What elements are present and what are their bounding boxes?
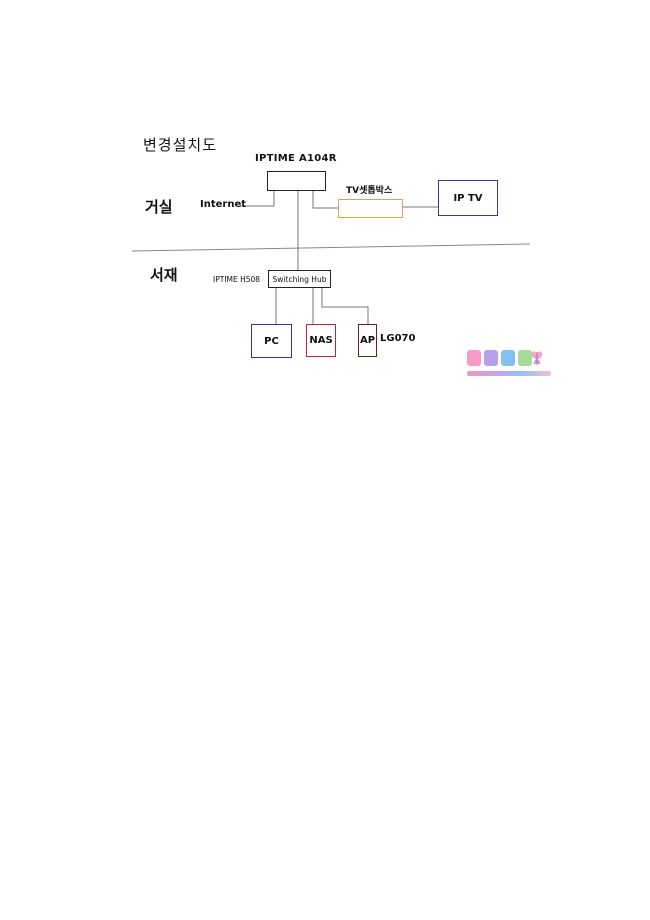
nas-box: NAS	[306, 324, 336, 357]
iptv-box: IP TV	[438, 180, 498, 216]
switching-hub-label: Switching Hub	[272, 274, 327, 284]
diagram-title: 변경설치도	[143, 136, 218, 154]
ap-label: AP	[359, 335, 376, 346]
set-top-box	[338, 199, 403, 218]
switch-ap-link	[321, 288, 369, 324]
switching-hub-box: Switching Hub	[268, 270, 331, 288]
pc-box: PC	[251, 324, 292, 358]
pc-label: PC	[264, 335, 279, 347]
floor-divider-line	[131, 243, 531, 252]
router-stb-link	[312, 191, 338, 209]
nas-label: NAS	[309, 335, 333, 346]
router-box	[267, 171, 326, 191]
internet-label: Internet	[200, 199, 247, 210]
internet-router-link	[240, 191, 275, 207]
router-model-label: IPTIME A104R	[255, 153, 337, 164]
room-label-living-room: 거실	[145, 198, 173, 216]
switch-model-label: IPTIME H508	[213, 275, 261, 284]
room-label-study: 서재	[150, 266, 178, 284]
ap-box: AP	[358, 324, 377, 357]
ap-model-label: LG070	[380, 333, 416, 344]
butterfly-logo-icon	[467, 350, 551, 376]
set-top-box-label: TV셋톱박스	[346, 186, 393, 196]
iptv-label: IP TV	[453, 192, 483, 204]
